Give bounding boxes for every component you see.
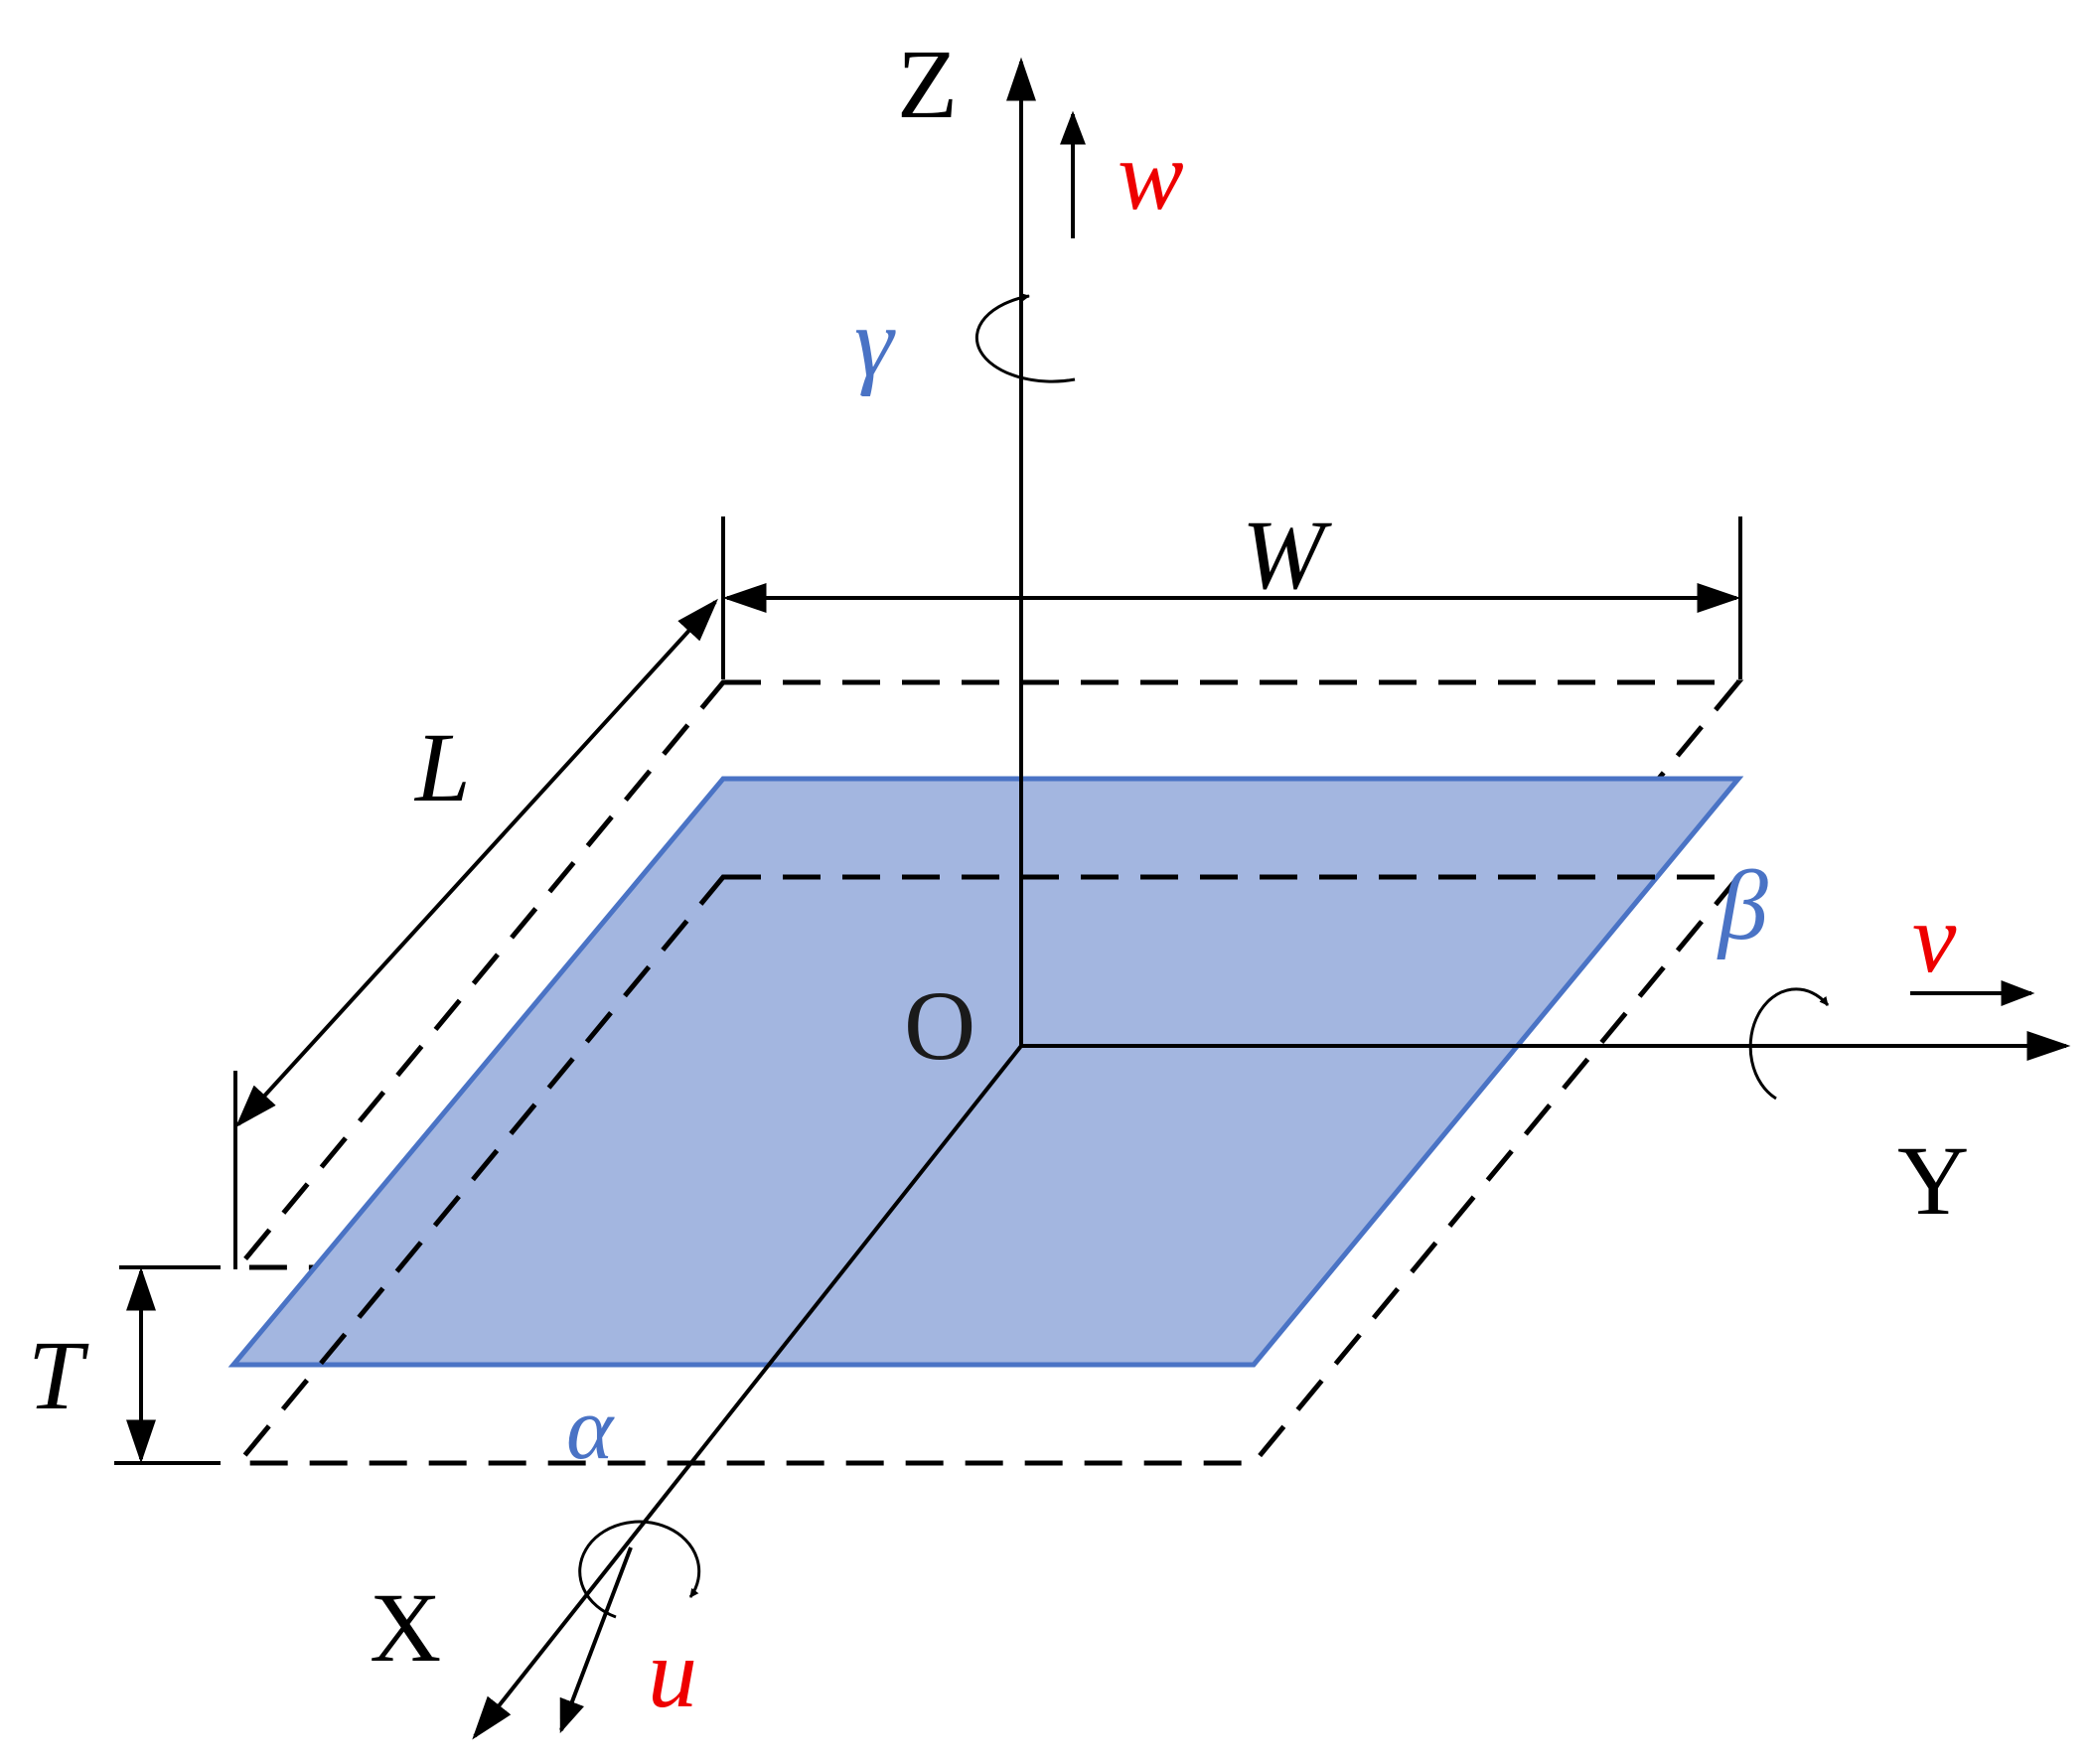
- x-axis: [472, 1044, 1023, 1740]
- origin-label: O: [904, 970, 975, 1081]
- z-axis-label: Z: [897, 29, 958, 139]
- v-translation-label: v: [1912, 883, 1957, 993]
- plate-midplane: [227, 776, 1744, 1368]
- x-axis-label: X: [370, 1572, 441, 1683]
- beta-rotation-label: β: [1717, 850, 1768, 960]
- y-axis-label: Y: [1897, 1125, 1969, 1236]
- width-dimension-label: W: [1242, 500, 1332, 610]
- length-dimension-label: L: [413, 712, 471, 822]
- w-translation-label: w: [1118, 120, 1184, 230]
- gamma-rotation-label: γ: [854, 287, 896, 397]
- thickness-dimension-label: T: [28, 1320, 89, 1430]
- bottom-dashed-outline: [232, 874, 1744, 1466]
- alpha-rotation-label: α: [566, 1380, 615, 1478]
- u-translation-label: u: [648, 1618, 697, 1728]
- u-translation-arrow: [559, 1546, 633, 1734]
- beta-rotation-arrow: [1748, 987, 1830, 1101]
- alpha-rotation-arrow: [578, 1520, 701, 1619]
- gamma-rotation-arrow: [974, 293, 1076, 383]
- l-dimension-line: [235, 598, 718, 1128]
